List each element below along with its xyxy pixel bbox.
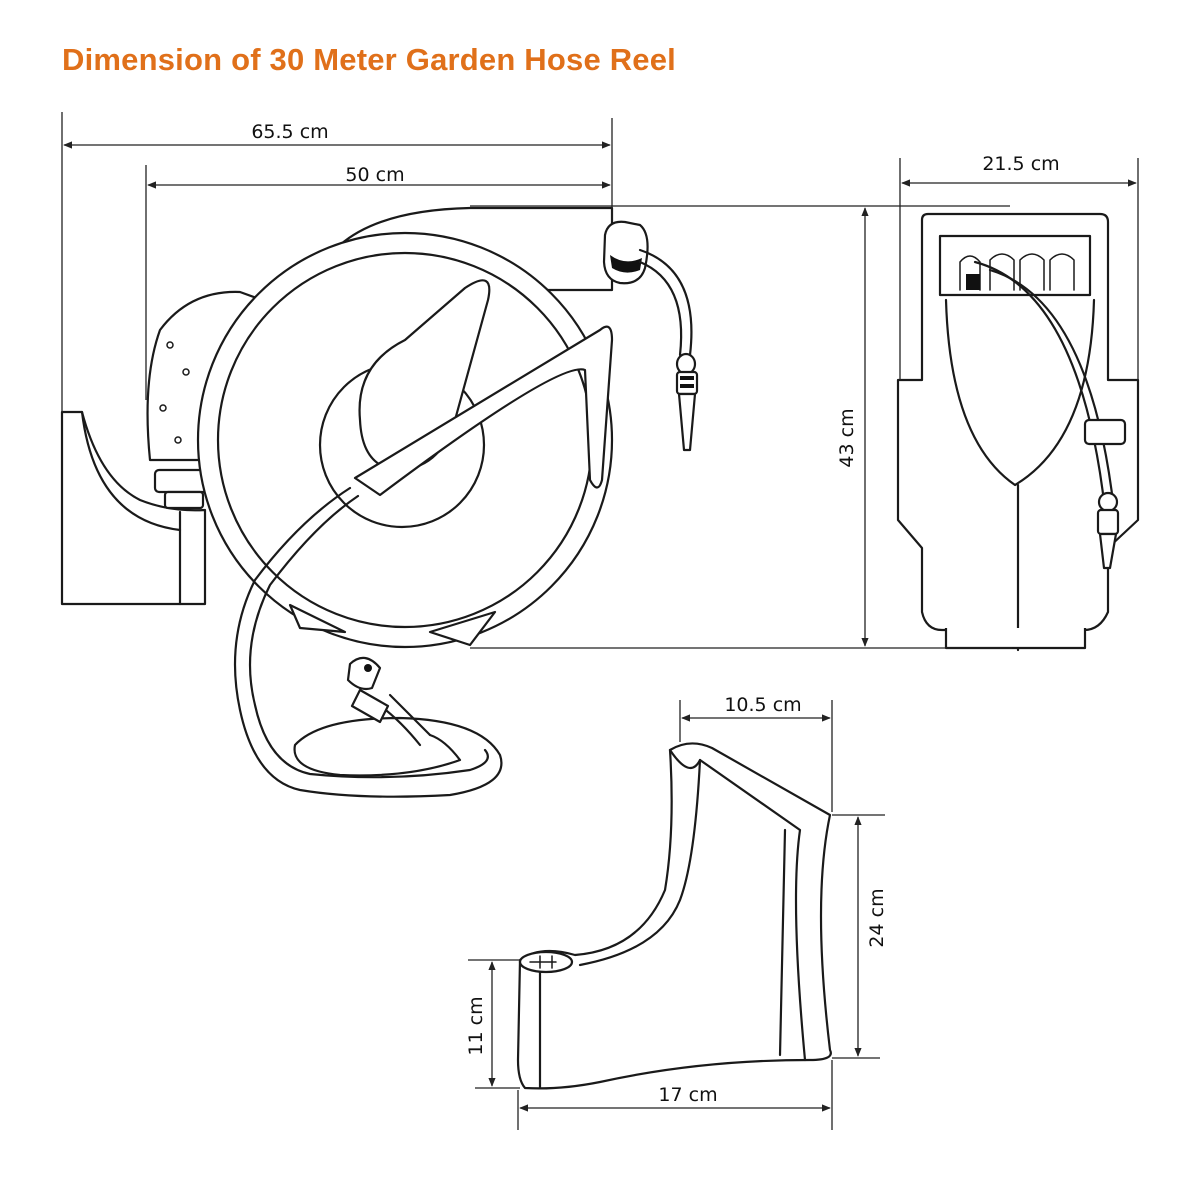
front-view bbox=[60, 206, 699, 798]
bracket-detail bbox=[516, 742, 832, 1090]
guide-arm bbox=[353, 325, 614, 497]
side-housing bbox=[896, 212, 1140, 632]
bottom-clip-right bbox=[428, 610, 497, 647]
bottom-clip-left bbox=[288, 603, 347, 634]
dim-overall-width: 65.5 cm bbox=[251, 121, 328, 143]
page-title: Dimension of 30 Meter Garden Hose Reel bbox=[62, 42, 676, 77]
side-view bbox=[896, 212, 1140, 652]
side-hose-clip bbox=[1083, 418, 1127, 446]
spray-nozzle-side bbox=[1096, 491, 1120, 570]
side-base bbox=[944, 628, 1087, 650]
hose-guide bbox=[602, 220, 649, 285]
dimension-lines bbox=[61, 112, 1139, 1130]
dim-bracket-base-height: 11 cm bbox=[465, 996, 487, 1055]
front-wall-bracket bbox=[60, 410, 207, 606]
dim-bracket-length: 17 cm bbox=[658, 1084, 717, 1106]
dim-height: 43 cm bbox=[836, 408, 858, 467]
hose-connector-front bbox=[346, 656, 390, 724]
dim-reel-width: 50 cm bbox=[345, 164, 404, 186]
dim-depth: 21.5 cm bbox=[982, 153, 1059, 175]
spray-nozzle-front bbox=[675, 352, 699, 452]
dim-bracket-height: 24 cm bbox=[866, 888, 888, 947]
dim-bracket-depth: 10.5 cm bbox=[724, 694, 801, 716]
